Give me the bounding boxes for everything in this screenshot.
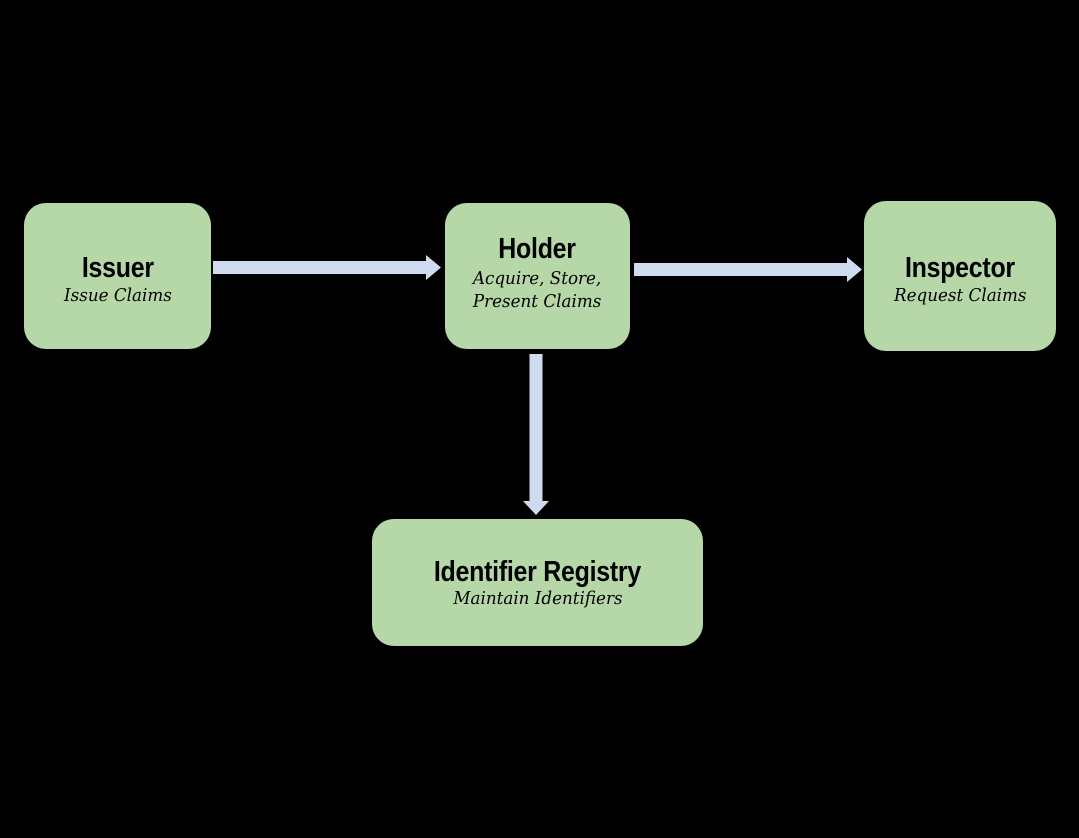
inspector-title: Inspector xyxy=(905,252,1015,285)
issuer-title: Issuer xyxy=(81,252,154,285)
identifier-registry-node: Identifier Registry Maintain Identifiers xyxy=(372,519,703,646)
inspector-subtitle: Request Claims xyxy=(893,284,1027,306)
identifier-registry-subtitle: Maintain Identifiers xyxy=(452,588,623,610)
arrow-issuer-to-holder xyxy=(213,255,441,280)
arrow-holder-to-registry xyxy=(523,354,549,515)
arrow-holder-to-inspector xyxy=(634,257,862,282)
issuer-subtitle: Issue Claims xyxy=(63,284,172,306)
inspector-node: Inspector Request Claims xyxy=(864,201,1056,351)
holder-title: Holder xyxy=(498,233,577,266)
holder-subtitle: Acquire, Store, Present Claims xyxy=(473,267,602,313)
holder-node: Holder Acquire, Store, Present Claims xyxy=(445,203,630,349)
identifier-registry-title: Identifier Registry xyxy=(433,555,642,588)
issuer-node: Issuer Issue Claims xyxy=(24,203,211,349)
